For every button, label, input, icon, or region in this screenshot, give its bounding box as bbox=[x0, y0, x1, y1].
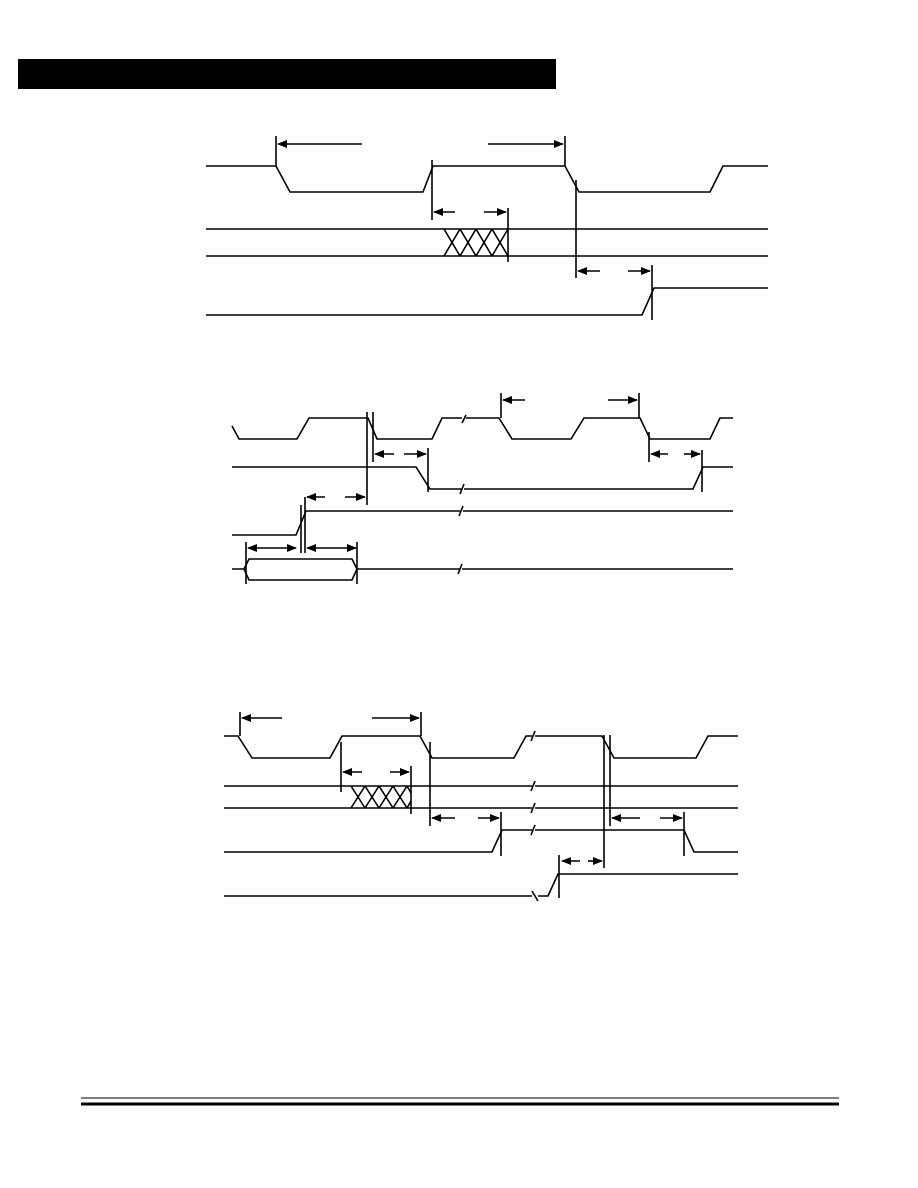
signal-waveform-2b bbox=[232, 466, 462, 490]
header-bar bbox=[18, 59, 556, 89]
clock-waveform-1 bbox=[206, 165, 768, 193]
clock-waveform-3 bbox=[224, 735, 532, 759]
signal-waveform-3c bbox=[224, 829, 532, 853]
clock-waveform-2 bbox=[231, 417, 462, 440]
signal-waveform-2c bbox=[232, 510, 460, 536]
signal-box-2d bbox=[232, 558, 358, 581]
output-waveform-1 bbox=[206, 287, 768, 316]
